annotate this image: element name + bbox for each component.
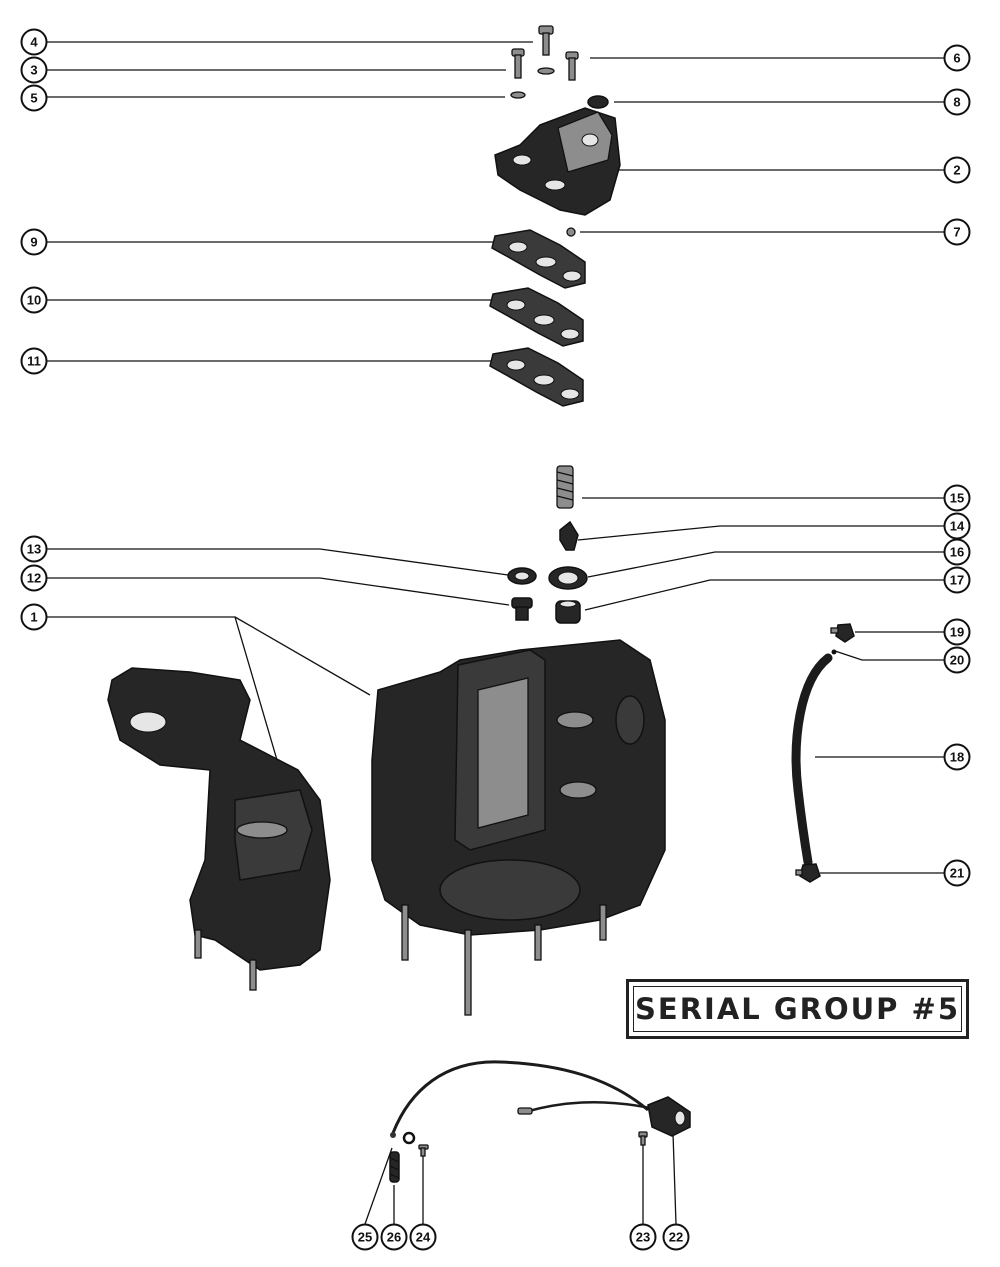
ball-20 xyxy=(831,649,837,655)
screw-23 xyxy=(638,1131,648,1146)
gasket-10 xyxy=(489,287,584,347)
svg-text:13: 13 xyxy=(27,542,41,557)
callout-1: 1 xyxy=(20,603,48,631)
callout-16: 16 xyxy=(943,538,971,566)
serial-group-label: SERIAL GROUP #5 xyxy=(635,992,960,1026)
callout-13: 13 xyxy=(20,535,48,563)
svg-text:21: 21 xyxy=(950,866,964,881)
ring-wire-end xyxy=(402,1131,416,1145)
svg-text:11: 11 xyxy=(27,354,41,369)
svg-text:9: 9 xyxy=(30,235,37,250)
valve-14 xyxy=(559,520,579,551)
svg-text:6: 6 xyxy=(953,51,960,66)
clamp-26 xyxy=(389,1151,400,1183)
gasket-9 xyxy=(491,229,586,289)
callout-15: 15 xyxy=(943,484,971,512)
svg-text:1: 1 xyxy=(30,610,37,625)
svg-text:5: 5 xyxy=(30,91,37,106)
callout-22: 22 xyxy=(662,1223,690,1251)
fitting-21 xyxy=(795,863,821,883)
bushing-17 xyxy=(555,600,581,624)
callout-19: 19 xyxy=(943,618,971,646)
callout-20: 20 xyxy=(943,646,971,674)
svg-text:18: 18 xyxy=(950,750,964,765)
spring-15 xyxy=(556,465,574,509)
callout-14: 14 xyxy=(943,512,971,540)
serial-group-box: SERIAL GROUP #5 xyxy=(626,979,969,1039)
seal-16 xyxy=(548,566,588,590)
callout-18: 18 xyxy=(943,743,971,771)
callout-3: 3 xyxy=(20,56,48,84)
callout-12: 12 xyxy=(20,564,48,592)
svg-text:17: 17 xyxy=(950,573,964,588)
seal-13 xyxy=(507,567,537,585)
callout-17: 17 xyxy=(943,566,971,594)
leader-lines xyxy=(47,41,944,1225)
callout-4: 4 xyxy=(20,28,48,56)
callout-7: 7 xyxy=(943,218,971,246)
callout-25: 25 xyxy=(351,1223,379,1251)
svg-text:8: 8 xyxy=(953,95,960,110)
svg-text:4: 4 xyxy=(30,35,38,50)
screw-24 xyxy=(418,1144,429,1157)
svg-text:12: 12 xyxy=(27,571,41,586)
serial-group-box-inner: SERIAL GROUP #5 xyxy=(633,986,962,1032)
callout-2: 2 xyxy=(943,156,971,184)
svg-text:23: 23 xyxy=(636,1230,650,1245)
screw-4 xyxy=(538,25,554,56)
svg-text:20: 20 xyxy=(950,653,964,668)
washer-25 xyxy=(390,1132,396,1138)
callout-5: 5 xyxy=(20,84,48,112)
callout-11: 11 xyxy=(20,347,48,375)
callout-10: 10 xyxy=(20,286,48,314)
gasket-11 xyxy=(489,347,584,407)
callout-6: 6 xyxy=(943,44,971,72)
svg-text:26: 26 xyxy=(387,1230,401,1245)
callout-24: 24 xyxy=(409,1223,437,1251)
svg-text:10: 10 xyxy=(27,293,41,308)
svg-text:14: 14 xyxy=(950,519,965,534)
svg-text:25: 25 xyxy=(358,1230,372,1245)
washer-mid xyxy=(537,67,555,75)
svg-text:15: 15 xyxy=(950,491,964,506)
crankcase-half xyxy=(107,667,331,991)
callout-23: 23 xyxy=(629,1223,657,1251)
svg-text:7: 7 xyxy=(953,225,960,240)
svg-text:3: 3 xyxy=(30,63,37,78)
washer-5 xyxy=(510,91,526,99)
svg-text:19: 19 xyxy=(950,625,964,640)
fitting-12 xyxy=(511,597,533,621)
thermostat-switch-22 xyxy=(391,1060,691,1137)
screw-6 xyxy=(565,51,579,81)
callout-8: 8 xyxy=(943,88,971,116)
check-valve-7 xyxy=(566,227,576,237)
callout-26: 26 xyxy=(380,1223,408,1251)
svg-text:2: 2 xyxy=(953,163,960,178)
cylinder-block xyxy=(371,639,666,1016)
svg-text:24: 24 xyxy=(416,1230,431,1245)
svg-text:16: 16 xyxy=(950,545,964,560)
fitting-19 xyxy=(830,623,855,643)
seal-8 xyxy=(587,95,609,109)
hose-18 xyxy=(791,653,833,867)
transfer-port-cover-2 xyxy=(494,107,621,216)
svg-text:22: 22 xyxy=(669,1230,683,1245)
screw-3 xyxy=(511,48,525,79)
callout-9: 9 xyxy=(20,228,48,256)
callout-21: 21 xyxy=(943,859,971,887)
